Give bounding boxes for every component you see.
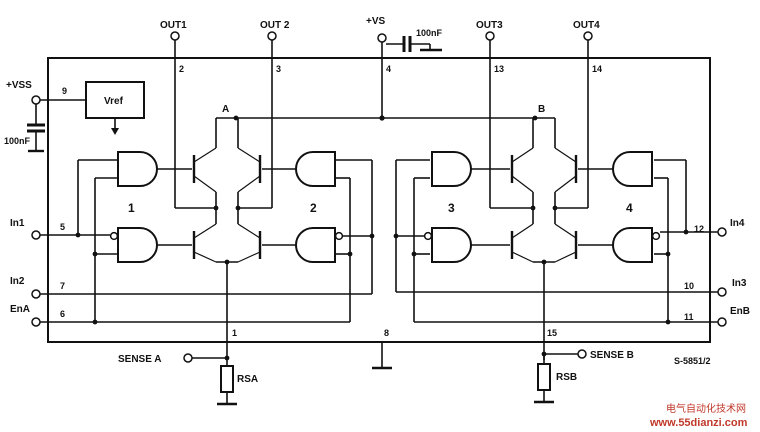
vref-label: Vref: [104, 96, 124, 107]
pin-out1[interactable]: OUT1 2: [160, 20, 187, 208]
rsa-label: RSA: [237, 374, 258, 385]
pin-in3[interactable]: In3 10: [396, 278, 747, 297]
pin-number-5: 5: [60, 222, 65, 232]
bridge-b-label: B: [538, 104, 545, 115]
pin-enb[interactable]: EnB 11: [414, 306, 750, 327]
pin-ground[interactable]: 8: [372, 328, 392, 370]
rsb-label: RSB: [556, 372, 577, 383]
in4-label: In4: [730, 218, 745, 229]
pin-out3[interactable]: OUT3 13: [476, 20, 504, 208]
vref-block: Vref: [85, 81, 145, 135]
and-gate-4-lower: [578, 227, 661, 263]
pin-number-8: 8: [384, 328, 389, 338]
pin-number-3: 3: [276, 64, 281, 74]
pin-number-4: 4: [386, 64, 391, 74]
and-gate-3-lower: [423, 227, 510, 263]
pin-number-9: 9: [62, 86, 67, 96]
pin-number-7: 7: [60, 281, 65, 291]
pin-number-6: 6: [60, 309, 65, 319]
pin-number-15: 15: [547, 328, 557, 338]
vs-label: +VS: [366, 16, 386, 27]
out3-label: OUT3: [476, 20, 503, 31]
out1-label: OUT1: [160, 20, 187, 31]
cap-top-label: 100nF: [416, 28, 443, 38]
in3-label: In3: [732, 278, 747, 289]
pin-in4[interactable]: In4 12: [660, 218, 745, 237]
ic-package-outline: [47, 57, 711, 343]
out4-label: OUT4: [573, 20, 600, 31]
sense-a-label: SENSE A: [118, 354, 162, 365]
out2-label: OUT 2: [260, 20, 290, 31]
bridge-a-label: A: [222, 104, 229, 115]
pin-number-14: 14: [592, 64, 602, 74]
pin-number-2: 2: [179, 64, 184, 74]
and-gate-2-lower: [262, 227, 344, 263]
sense-b[interactable]: SENSE B RSB: [534, 349, 634, 404]
cap-left-label: 100nF: [4, 136, 31, 146]
channel-4-label: 4: [626, 201, 633, 215]
pin-number-12: 12: [694, 224, 704, 234]
and-gate-1-upper: [117, 151, 192, 187]
pin-number-10: 10: [684, 281, 694, 291]
pin-in1[interactable]: In1 5: [10, 218, 110, 240]
and-gate-2-upper: [262, 151, 336, 187]
channel-2-label: 2: [310, 201, 317, 215]
h-bridge-a: A: [175, 104, 272, 360]
pin-out4[interactable]: OUT4 14: [573, 20, 602, 208]
in1-label: In1: [10, 218, 25, 229]
sense-b-label: SENSE B: [590, 350, 634, 361]
pin-vs[interactable]: +VS 4 100nF: [366, 16, 443, 118]
enb-label: EnB: [730, 306, 750, 317]
part-code: S-5851/2: [674, 356, 711, 366]
pin-in2[interactable]: In2 7: [10, 276, 372, 299]
in2-label: In2: [10, 276, 25, 287]
pin-ena[interactable]: EnA 6: [10, 304, 350, 327]
and-gate-1-lower: [109, 227, 192, 263]
channel-1-label: 1: [128, 201, 135, 215]
h-bridge-b: B: [490, 104, 588, 360]
sense-a[interactable]: SENSE A RSA: [118, 353, 258, 406]
vss-label: +VSS: [6, 80, 32, 91]
channel-3-label: 3: [448, 201, 455, 215]
and-gate-3-upper: [431, 151, 510, 187]
pin-number-1: 1: [232, 328, 237, 338]
watermark-chinese: 电气自动化技术网: [666, 402, 746, 415]
pin-number-11: 11: [684, 312, 694, 322]
watermark-url: www.55dianzi.com: [649, 417, 748, 429]
and-gate-4-upper: [578, 151, 653, 187]
ena-label: EnA: [10, 304, 30, 315]
pin-vss[interactable]: +VSS 9 100nF: [4, 80, 86, 153]
pin-number-13: 13: [494, 64, 504, 74]
pin-out2[interactable]: OUT 2 3: [260, 20, 290, 208]
